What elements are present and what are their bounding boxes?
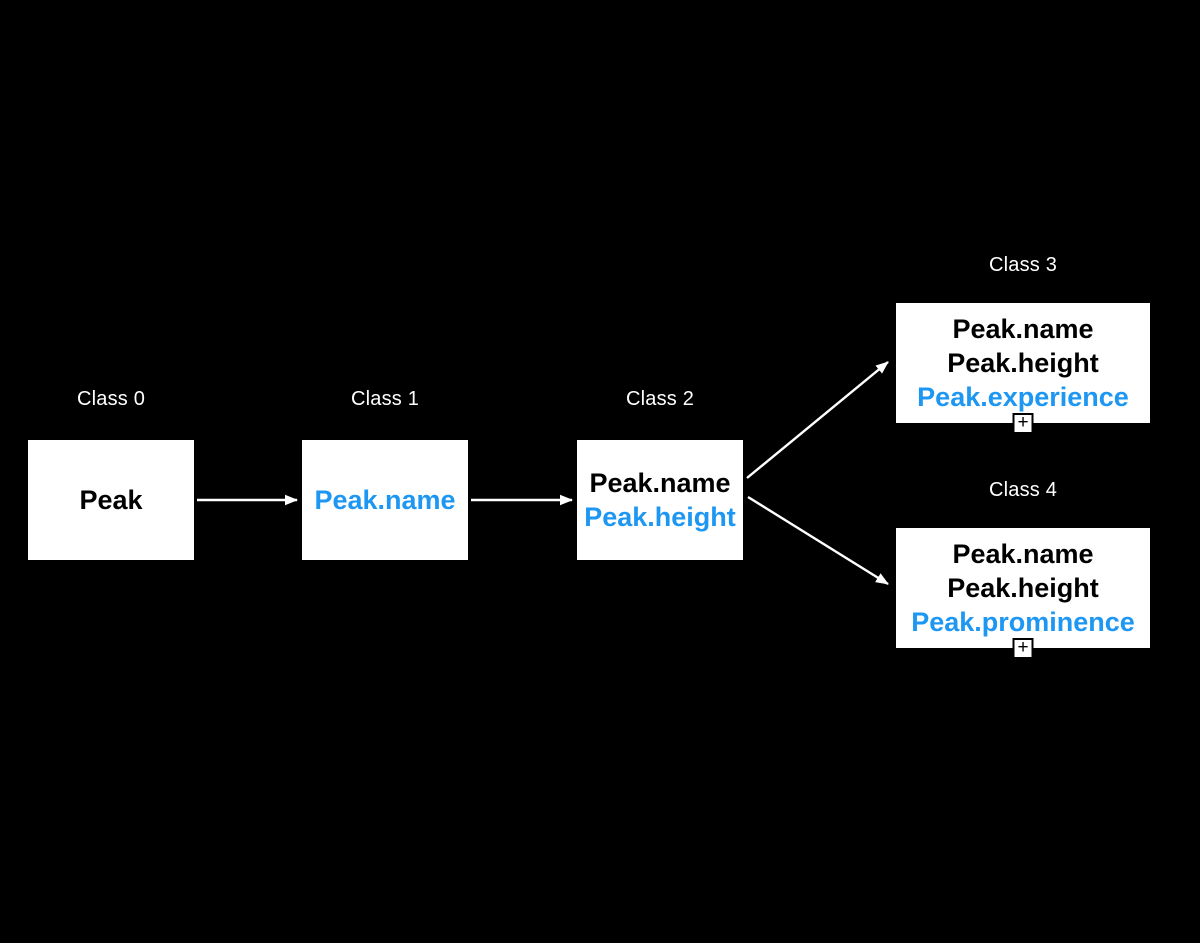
arrow-class2-to-class4 [747,495,889,586]
class-3-expand-plus-icon[interactable]: + [1012,413,1034,434]
class-1-group: Class 1 Peak.name [302,389,468,560]
class-4-group: Class 4 Peak.name Peak.height Peak.promi… [896,479,1150,659]
class-3-label: Class 3 [988,254,1058,276]
class-4-attribute: Peak.name [952,539,1094,569]
class-4-box: Peak.name Peak.height Peak.prominence + [896,528,1150,659]
class-3-group: Class 3 Peak.name Peak.height Peak.exper… [896,254,1150,434]
class-3-attribute: Peak.experience [917,382,1129,412]
class-4-label: Class 4 [988,479,1058,501]
class-4-expand-plus-icon[interactable]: + [1012,638,1034,659]
class-0-label: Class 0 [76,388,146,410]
class-2-attribute: Peak.name [589,468,731,498]
class-2-attribute: Peak.height [584,502,736,532]
class-1-box: Peak.name [302,440,468,560]
class-1-label: Class 1 [350,388,420,410]
class-3-box: Peak.name Peak.height Peak.experience + [896,303,1150,434]
class-0-group: Class 0 Peak [28,389,194,560]
class-1-attribute: Peak.name [314,485,456,515]
class-3-attribute: Peak.name [952,314,1094,344]
class-0-attribute: Peak [79,485,143,515]
class-3-attribute: Peak.height [947,348,1099,378]
class-2-label: Class 2 [625,388,695,410]
class-2-group: Class 2 Peak.name Peak.height [577,389,743,560]
class-4-attribute: Peak.height [947,573,1099,603]
class-4-attribute: Peak.prominence [911,607,1135,637]
arrow-class2-to-class3 [746,361,889,479]
class-2-box: Peak.name Peak.height [577,440,743,560]
class-0-box: Peak [28,440,194,560]
